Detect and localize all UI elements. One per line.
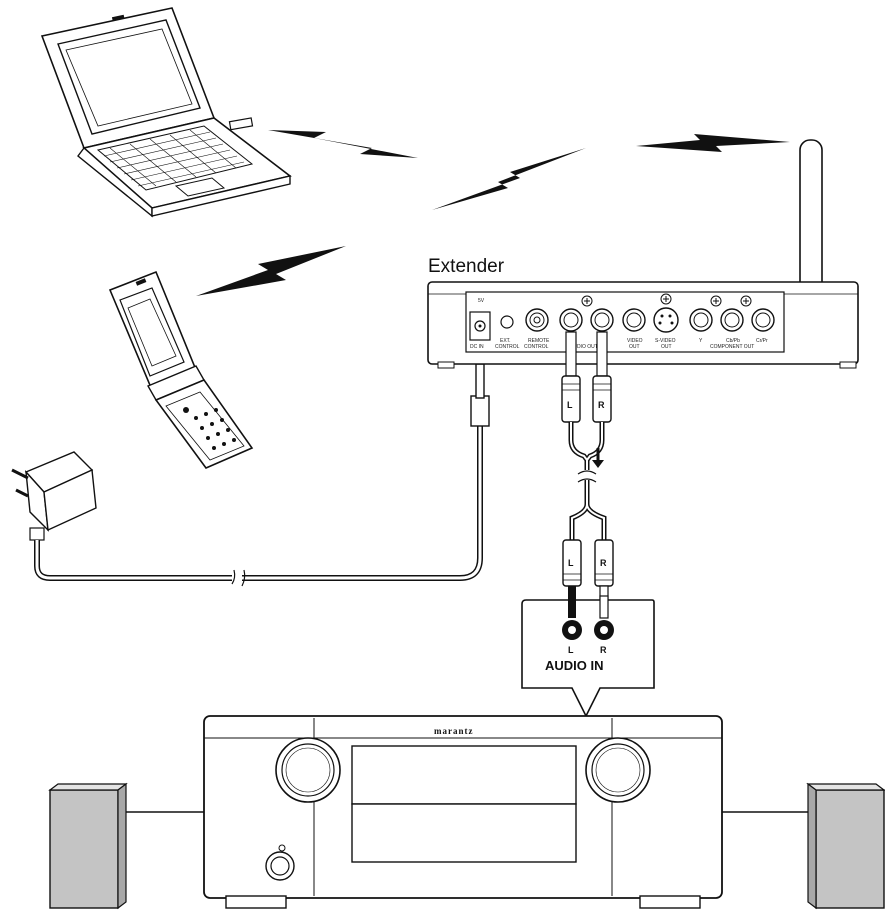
- ext-control-label: EXT.: [500, 338, 511, 344]
- ext-control-jack: [500, 315, 514, 329]
- ac-adapter-icon: [11, 451, 97, 541]
- s-video-out-label: S-VIDEO: [655, 338, 676, 344]
- lower-plug-l-label: L: [568, 558, 574, 568]
- video-out-label2: OUT: [629, 344, 640, 350]
- audio-in-callout: L R AUDIO IN: [521, 595, 655, 718]
- lightning-center-signal: [432, 148, 586, 210]
- s-video-out-jack: [653, 307, 679, 333]
- component-out-label: COMPONENT OUT: [710, 344, 754, 350]
- laptop-icon: [40, 7, 292, 218]
- s-video-out-label2: OUT: [661, 344, 672, 350]
- audio-in-r-label: R: [600, 645, 607, 655]
- extender-unit: 5V DC IN EXT. CONTROL REMOTE CONTROL AUD…: [427, 139, 859, 369]
- remote-control-label2: CONTROL: [524, 344, 549, 350]
- lower-plug-r-label: R: [600, 558, 607, 568]
- audio-in-label: AUDIO IN: [545, 658, 604, 673]
- upper-plug-r-label: R: [598, 400, 605, 410]
- brand-logo: marantz: [434, 726, 474, 736]
- y-label: Y: [699, 338, 703, 344]
- crpr-label: Cr/Pr: [756, 338, 768, 344]
- power-label: 5V: [478, 298, 485, 304]
- lightning-laptop-signal: [268, 130, 418, 158]
- mobile-phone-icon: [108, 270, 254, 469]
- video-out-label: VIDEO: [627, 338, 643, 344]
- remote-control-label: REMOTE: [528, 338, 550, 344]
- lightning-antenna-signal: [636, 134, 790, 152]
- power-sublabel: DC IN: [470, 344, 484, 350]
- extender-title: Extender: [428, 256, 505, 277]
- cbpb-label: Cb/Pb: [726, 338, 740, 344]
- wireless-signals: [196, 130, 790, 296]
- av-receiver: marantz: [203, 715, 723, 909]
- audio-out-label: AUDIO OUT: [570, 344, 598, 350]
- right-speaker-icon: [722, 782, 885, 910]
- audio-rca-cable: L R L R: [561, 331, 614, 617]
- display-panel: [351, 745, 577, 805]
- left-speaker-icon: [48, 782, 204, 910]
- audio-in-l-label: L: [568, 645, 574, 655]
- front-flap: [351, 803, 577, 863]
- upper-plug-l-label: L: [567, 400, 573, 410]
- lightning-phone-signal: [196, 246, 346, 296]
- ext-control-label2: CONTROL: [495, 344, 520, 350]
- dc-power-cable: [34, 363, 490, 588]
